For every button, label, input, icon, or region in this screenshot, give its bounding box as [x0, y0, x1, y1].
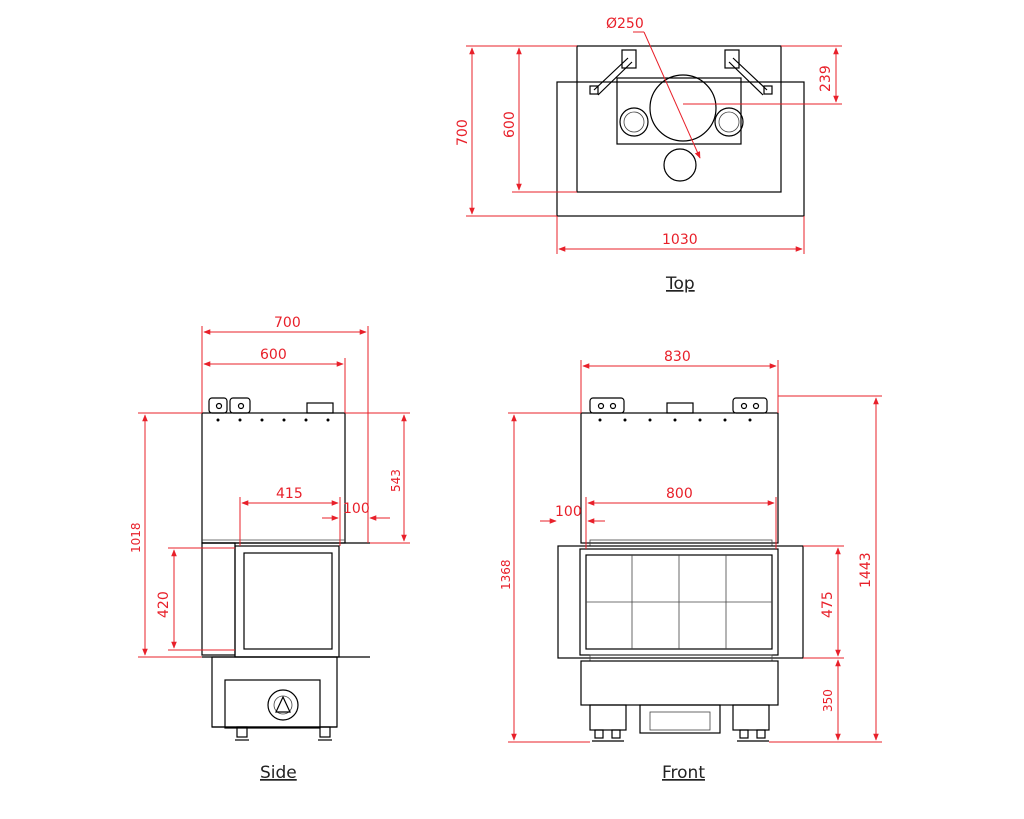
front-view-label: Front — [662, 763, 705, 783]
front-setback-dim: 100 — [555, 504, 582, 520]
side-firebox-wall — [201, 542, 236, 656]
top-diameter-dim: Ø250 — [606, 16, 644, 32]
front-body-width-dim: 830 — [664, 349, 691, 365]
side-depth-inner-dim: 600 — [260, 347, 287, 363]
top-body — [576, 45, 782, 193]
top-depth-outer-dim: 700 — [455, 119, 471, 146]
flue-circle — [649, 74, 717, 142]
top-outer-frame — [556, 81, 805, 217]
top-view: Ø250 700 600 239 1030 Top — [455, 16, 842, 294]
front-top-fittings — [589, 397, 768, 414]
top-offset-dim: 239 — [818, 65, 834, 92]
side-view-label: Side — [260, 763, 297, 783]
top-hinge-right — [724, 49, 773, 96]
side-glass-frame — [234, 545, 340, 658]
inlet-circle-left-inner — [623, 111, 645, 133]
side-opening-height-dim: 420 — [156, 591, 172, 618]
front-height-body-dim: 1368 — [499, 559, 513, 590]
inlet-circle-right — [714, 107, 744, 137]
top-width-dim: 1030 — [662, 232, 698, 248]
side-setback-dim: 100 — [343, 501, 370, 517]
side-top-fittings — [208, 397, 334, 414]
side-view: 700 600 415 100 1018 543 420 Side — [129, 315, 410, 783]
side-base — [211, 656, 338, 741]
top-view-label: Top — [665, 274, 695, 294]
inlet-circle-left — [619, 107, 649, 137]
front-upper-body — [580, 412, 779, 544]
side-upper-body — [201, 412, 346, 544]
top-collar-block — [616, 77, 742, 145]
front-glass-mullions — [586, 555, 772, 649]
front-view: 830 800 100 1368 1443 475 350 Front — [499, 349, 882, 783]
front-base — [580, 660, 779, 742]
side-glass — [243, 552, 333, 650]
front-frame — [557, 545, 804, 659]
side-bolt-row — [216, 418, 330, 422]
inlet-circle-right-inner — [718, 111, 740, 133]
air-inlet-circle — [663, 148, 697, 182]
side-glass-depth-dim: 415 — [276, 486, 303, 502]
top-hinge-left — [589, 49, 637, 96]
front-opening-height-dim: 475 — [820, 591, 836, 618]
front-base-height-dim: 350 — [821, 689, 835, 712]
top-depth-inner-dim: 600 — [502, 111, 518, 138]
side-height-total-dim: 1018 — [129, 522, 143, 553]
front-height-total-dim: 1443 — [858, 552, 874, 588]
front-bolt-row — [598, 418, 752, 422]
side-depth-outer-dim: 700 — [274, 315, 301, 331]
front-glass-width-dim: 800 — [666, 486, 693, 502]
side-upper-height-dim: 543 — [389, 469, 403, 492]
